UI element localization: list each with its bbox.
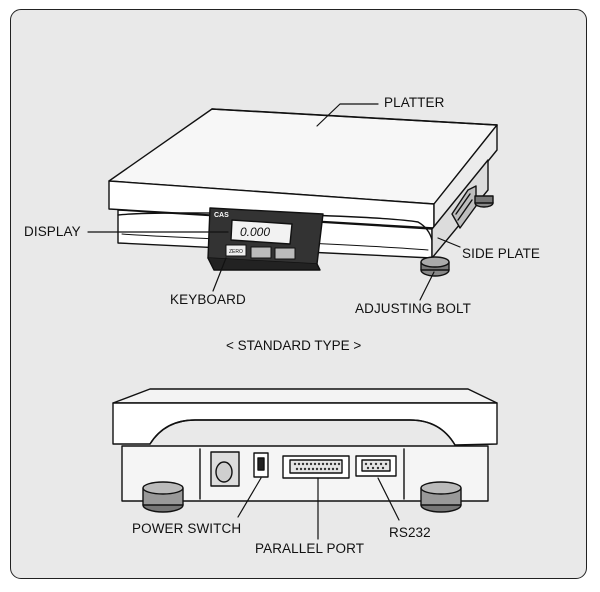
side-plate — [451, 185, 477, 229]
parallel-port — [282, 455, 350, 479]
label-display: DISPLAY — [24, 224, 81, 239]
label-rs232: RS232 — [389, 525, 431, 540]
adjusting-bolt-right — [420, 481, 462, 513]
label-parallel-port: PARALLEL PORT — [255, 541, 365, 556]
label-adjusting-bolt: ADJUSTING BOLT — [355, 301, 471, 316]
label-power-switch: POWER SWITCH — [132, 521, 242, 536]
caption-standard-type: < STANDARD TYPE > — [226, 338, 362, 353]
display-readout: 0.000 — [240, 225, 270, 239]
zero-key: ZERO — [229, 249, 243, 255]
adjusting-bolt-rear — [474, 195, 494, 208]
parallel-port-pins — [293, 462, 341, 471]
power-switch — [210, 451, 269, 487]
rs232-port-pins — [364, 462, 388, 470]
rs232-port — [355, 455, 397, 477]
label-side-plate: SIDE PLATE — [462, 246, 541, 261]
adjusting-bolt-front — [420, 256, 450, 277]
platter — [108, 108, 498, 229]
label-keyboard: KEYBOARD — [170, 292, 246, 307]
display-panel — [207, 207, 324, 271]
brand-logo: CAS — [214, 212, 229, 219]
adjusting-bolt-left — [142, 481, 184, 513]
label-platter: PLATTER — [384, 95, 445, 110]
